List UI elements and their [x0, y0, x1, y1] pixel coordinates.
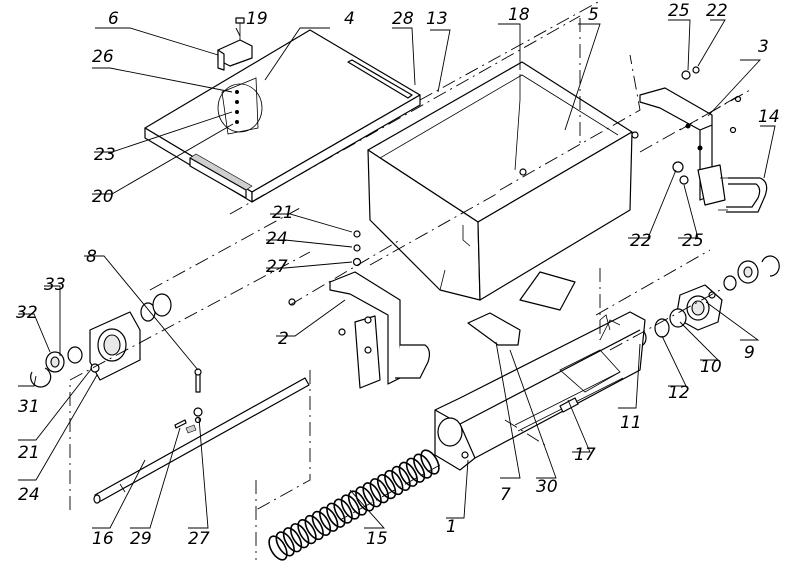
- spring-coil: [391, 465, 411, 491]
- callout-11: 11: [620, 413, 642, 433]
- spring-coil: [304, 514, 324, 541]
- callout-24-mid: 24: [266, 229, 288, 249]
- callout-21-left: 21: [18, 443, 40, 463]
- callout-23: 23: [94, 145, 116, 165]
- callout-17: 17: [574, 445, 596, 465]
- spring-coil: [398, 461, 418, 487]
- callout-9: 9: [744, 343, 755, 363]
- spring-coil: [275, 531, 295, 557]
- callout-27-bottom: 27: [188, 529, 210, 549]
- callout-7: 7: [500, 485, 511, 505]
- callout-14: 14: [758, 107, 780, 127]
- spring-coil: [405, 457, 426, 483]
- callout-25-bottom: 25: [682, 231, 704, 251]
- callout-16: 16: [92, 529, 114, 549]
- callout-12: 12: [668, 383, 690, 403]
- spring-coil: [319, 506, 339, 532]
- ubolt-part-14: [718, 177, 768, 213]
- spring-coil: [268, 535, 288, 561]
- spring-coil: [384, 469, 404, 496]
- spring-coil: [369, 478, 389, 504]
- spring-coil: [362, 482, 382, 508]
- spring-coil: [347, 490, 368, 516]
- spring-coil: [420, 449, 440, 475]
- pins: [174, 368, 203, 429]
- callout-32: 32: [16, 303, 38, 323]
- callout-15: 15: [366, 529, 388, 549]
- spring-coil: [311, 510, 332, 536]
- callout-1: 1: [446, 517, 457, 537]
- hinge-part-6: [217, 17, 253, 71]
- spring-coil: [326, 502, 346, 528]
- shaft-part-16: [93, 377, 310, 504]
- callout-13: 13: [426, 9, 448, 29]
- callout-22-bottom: 22: [630, 231, 652, 251]
- spring-coil: [413, 453, 433, 479]
- nuts-right: [672, 66, 742, 185]
- callout-30: 30: [536, 477, 558, 497]
- callout-29: 29: [130, 529, 152, 549]
- hopper-part-5: [367, 61, 639, 301]
- spring-coil: [340, 494, 361, 520]
- callout-26: 26: [92, 47, 114, 67]
- callout-19: 19: [246, 9, 268, 29]
- callout-5: 5: [588, 5, 599, 25]
- bracket-part-2: [288, 230, 431, 389]
- lid-part-4: [144, 29, 421, 203]
- callout-27-mid: 27: [266, 257, 288, 277]
- callout-25-top: 25: [668, 1, 690, 21]
- callout-18: 18: [508, 5, 530, 25]
- callout-21-mid: 21: [272, 203, 294, 223]
- callout-22-top: 22: [706, 1, 728, 21]
- spring-coil: [297, 519, 317, 545]
- callout-24-left: 24: [18, 485, 40, 505]
- spring-coil: [355, 486, 375, 512]
- callout-6: 6: [108, 9, 119, 29]
- left-bearing-assembly: [30, 293, 172, 388]
- callout-28: 28: [392, 9, 414, 29]
- callout-31: 31: [18, 397, 40, 417]
- callout-labels: 6 19 4 28 13 18 5 25 22 3 26 14 23 20 21…: [16, 1, 780, 549]
- callout-2: 2: [278, 329, 289, 349]
- callout-4: 4: [344, 9, 355, 29]
- callout-10: 10: [700, 357, 722, 377]
- spring-coil: [282, 527, 303, 553]
- assembly-centerlines: [69, 0, 751, 560]
- callout-20: 20: [92, 187, 114, 207]
- rod-part-17: [514, 371, 624, 432]
- leader-lines: [18, 19, 776, 529]
- callout-8: 8: [86, 247, 97, 267]
- right-bearing-assembly: [633, 255, 780, 347]
- callout-3: 3: [758, 37, 769, 57]
- body-part-1: [434, 311, 646, 471]
- callout-33: 33: [44, 275, 66, 295]
- spring-coil: [333, 498, 353, 524]
- shutter-part-7: [467, 271, 576, 346]
- spring-part-15: [268, 449, 440, 561]
- bracket-part-3: [639, 87, 726, 206]
- spring-coil: [376, 474, 397, 500]
- spring-coil: [290, 523, 310, 549]
